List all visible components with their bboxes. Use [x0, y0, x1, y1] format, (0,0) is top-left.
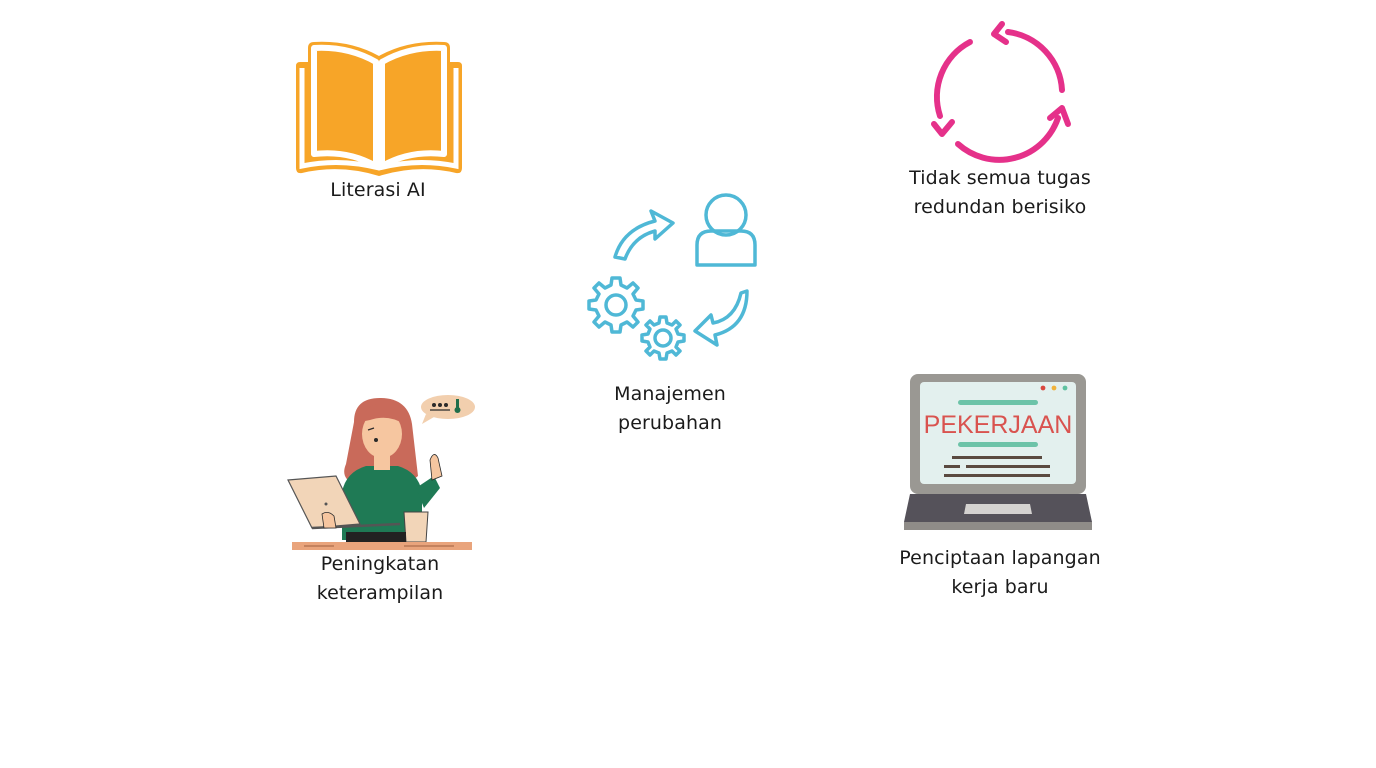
label-line: Tidak semua tugas: [909, 167, 1091, 189]
node-manajemen-perubahan: Manajemen perubahan: [565, 185, 775, 445]
node-lapangan-kerja: PEKERJAAN Penciptaan lapangan kerja baru: [880, 370, 1120, 610]
label-line: Peningkatan: [320, 553, 440, 575]
label-line: Literasi AI: [330, 179, 426, 201]
node-tugas-redundan: Tidak semua tugas redundan berisiko: [880, 18, 1120, 228]
label-tugas-redundan: Tidak semua tugas redundan berisiko: [909, 164, 1091, 222]
label-line: kerja baru: [951, 576, 1049, 598]
open-book-icon: [296, 41, 462, 177]
label-line: keterampilan: [316, 582, 444, 604]
cycle-arrows-icon: [931, 21, 1071, 163]
node-peningkatan-keterampilan: Peningkatan keterampilan: [280, 392, 480, 612]
laptop-job-icon: PEKERJAAN: [904, 374, 1092, 530]
label-peningkatan-keterampilan: Peningkatan keterampilan: [317, 550, 444, 608]
change-management-icon: [587, 193, 757, 361]
label-line: Manajemen: [614, 383, 726, 405]
label-line: redundan berisiko: [913, 196, 1087, 218]
label-manajemen-perubahan: Manajemen perubahan: [614, 380, 726, 438]
label-line: perubahan: [618, 412, 722, 434]
node-literasi-ai: Literasi AI: [278, 36, 478, 206]
label-literasi-ai: Literasi AI: [330, 176, 425, 205]
woman-with-laptop-icon: [287, 395, 475, 550]
screen-text: PEKERJAAN: [924, 411, 1073, 439]
label-line: Penciptaan lapangan: [899, 547, 1101, 569]
label-lapangan-kerja: Penciptaan lapangan kerja baru: [899, 544, 1100, 602]
